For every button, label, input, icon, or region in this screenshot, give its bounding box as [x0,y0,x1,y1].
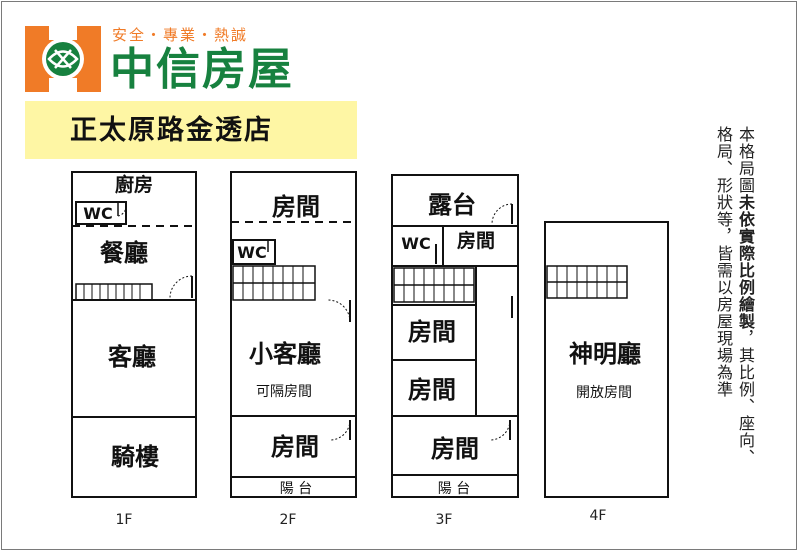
logo-tagline: 安全・專業・熱誠 [112,26,249,44]
f2-balcony-label: 陽 台 [280,481,312,497]
floor-2-plan [230,171,357,498]
f2-room-bottom-label: 房間 [271,433,319,461]
floor-1-label: 1F [116,512,133,528]
f3-terrace-label: 露台 [428,191,476,219]
floor-4-label: 4F [590,508,607,524]
floor-2-label: 2F [280,512,297,528]
disclaimer-emphasis: 未依實際比例繪製 [736,194,755,330]
floor-3-plan [391,174,519,498]
floor-4-plan [544,221,669,498]
brand-logo [25,26,101,92]
disclaimer-prefix: 本格局圖 [736,126,755,194]
f1-dining-label: 餐廳 [100,239,148,267]
f3-small-room-label: 房間 [457,229,495,252]
f4-shrine-label: 神明廳 [569,340,641,368]
f2-room-top-label: 房間 [272,193,320,221]
logo-company-name: 中信房屋 [110,44,294,95]
f1-kitchen-label: 廚房 [115,173,153,196]
f2-wc-label: WC [237,243,266,262]
f2-divisible-room-label: 可隔房間 [256,384,312,400]
branch-name: 正太原路金透店 [70,115,273,146]
f3-balcony-label: 陽 台 [438,481,470,497]
branch-banner: 正太原路金透店 [25,101,357,159]
f1-living-label: 客廳 [108,343,156,371]
floor-1-plan [71,171,197,498]
f4-open-room-label: 開放房間 [576,385,632,401]
disclaimer-suffix: ，其比例、座向、格局、形狀等，皆需以房屋現場為準 [714,126,755,466]
f2-small-living-label: 小客廳 [249,340,321,368]
f3-room-c-label: 房間 [431,435,479,463]
f1-wc-label: WC [83,204,112,223]
f1-arcade-label: 騎樓 [111,443,159,471]
f3-room-a-label: 房間 [408,318,456,346]
f3-room-b-label: 房間 [408,376,456,404]
f3-wc-label: WC [401,234,430,253]
logo-emblem-icon [25,26,101,92]
floor-3-label: 3F [436,512,453,528]
disclaimer-note: 本格局圖未依實際比例繪製，其比例、座向、格局、形狀等，皆需以房屋現場為準 [706,126,756,466]
